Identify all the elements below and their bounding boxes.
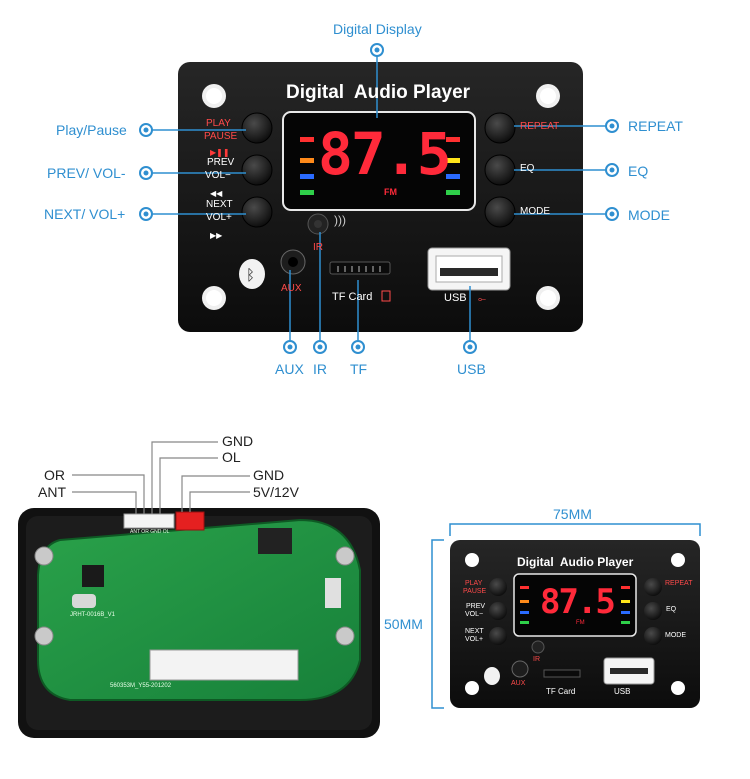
tf-slot-back — [149, 649, 299, 681]
mode-button[interactable] — [484, 196, 516, 228]
regulator-chip — [258, 528, 292, 554]
label-mode: MODE — [520, 206, 550, 217]
small-label-repeat: REPEAT — [665, 580, 693, 587]
label-eq: EQ — [520, 163, 535, 174]
dimension-panel — [450, 540, 700, 708]
wire-label-ant: ANT — [38, 484, 66, 500]
dimension-height: 50MM — [384, 616, 423, 632]
callout-prev-vol: PREV/ VOL- — [47, 165, 126, 181]
crystal — [72, 594, 96, 608]
wire-label-or: OR — [44, 467, 65, 483]
next-button[interactable] — [241, 196, 273, 228]
wire-label-ol: OL — [222, 449, 241, 465]
label-pause: PAUSE — [204, 131, 238, 142]
repeat-button[interactable] — [484, 112, 516, 144]
mounting-holes — [202, 84, 560, 310]
callout-ir: IR — [313, 361, 327, 377]
dimension-lines — [431, 523, 701, 709]
callout-mode: MODE — [628, 207, 670, 223]
callout-usb: USB — [457, 361, 486, 377]
small-label-usb: USB — [614, 687, 631, 696]
dimension-width: 75MM — [553, 506, 592, 522]
eq-button[interactable] — [484, 154, 516, 186]
small-label-aux: AUX — [511, 680, 526, 687]
callout-eq: EQ — [628, 163, 649, 179]
play-pause-button[interactable] — [241, 112, 273, 144]
small-label-eq: EQ — [666, 606, 677, 613]
tf-card-slot[interactable] — [329, 261, 391, 275]
small-label-ir: IR — [533, 656, 540, 663]
small-display-digits: 87.5 — [540, 582, 616, 622]
power-connector — [175, 511, 205, 531]
small-panel-title: Digital Audio Player — [517, 555, 634, 569]
wire-label-power: 5V/12V — [253, 484, 299, 500]
svg-text:ᛒ: ᛒ — [246, 266, 255, 284]
small-display-unit: FM — [576, 620, 585, 626]
small-label-pause: PAUSE — [463, 588, 487, 595]
ir-wave-icon: ))) — [334, 213, 346, 227]
label-tf-card: TF Card — [332, 291, 373, 303]
callout-lines-top — [152, 50, 606, 342]
small-label-vol-minus: VOL− — [465, 611, 484, 618]
label-repeat: REPEAT — [520, 121, 560, 132]
display-window — [282, 111, 476, 211]
callout-digital-display: Digital Display — [333, 21, 422, 37]
label-aux: AUX — [281, 283, 302, 294]
callout-tf: TF — [350, 361, 368, 377]
sd-card-icon — [381, 290, 391, 302]
play-pause-icon: ▶❚❚ — [210, 148, 230, 157]
usb-symbol-icon: ⟜ — [478, 294, 486, 305]
callout-dots — [139, 43, 619, 354]
header-pins — [325, 578, 341, 608]
label-prev: PREV — [207, 157, 235, 168]
label-usb: USB — [444, 292, 467, 304]
pcb-silk-board: JRHT-0016B_V1 — [70, 612, 116, 618]
small-label-mode: MODE — [665, 632, 686, 639]
main-panel: ▶❚❚ ◀◀ ▶▶ ))) ᛒ ⟜ — [178, 62, 583, 332]
display-unit: FM — [384, 187, 397, 197]
bt-chip — [82, 565, 104, 587]
small-label-tf-card: TF Card — [546, 687, 576, 696]
wire-label-gnd-2: GND — [253, 467, 285, 483]
prev-icon: ◀◀ — [210, 189, 223, 198]
signal-connector — [123, 513, 175, 529]
label-play: PLAY — [206, 118, 231, 129]
panel-title: Digital Audio Player — [286, 82, 471, 103]
callout-repeat: REPEAT — [628, 118, 683, 134]
pcb-silk-part: 560353M_Y55-201202 — [110, 683, 172, 689]
label-next: NEXT — [206, 199, 233, 210]
label-ir: IR — [313, 242, 323, 253]
wire-callout-lines — [72, 441, 250, 514]
bluetooth-icon — [239, 259, 265, 289]
prev-button[interactable] — [241, 154, 273, 186]
small-label-vol-plus: VOL+ — [465, 636, 484, 643]
callout-aux: AUX — [275, 361, 304, 377]
callout-play-pause: Play/Pause — [56, 122, 127, 138]
label-vol-minus: VOL− — [205, 170, 231, 181]
small-label-play: PLAY — [465, 580, 483, 587]
callout-next-vol: NEXT/ VOL+ — [44, 206, 126, 222]
display-digits: 87.5 — [318, 120, 452, 188]
display-indicators-right — [446, 137, 460, 195]
pcb-photo — [18, 508, 380, 738]
small-label-next: NEXT — [465, 628, 484, 635]
pcb-silk-connector: ANT OR GND OL — [130, 529, 170, 535]
wire-label-gnd-1: GND — [222, 433, 254, 449]
small-label-prev: PREV — [466, 603, 486, 610]
label-vol-plus: VOL+ — [206, 212, 232, 223]
next-icon: ▶▶ — [210, 231, 223, 240]
display-indicators-left — [300, 137, 314, 195]
